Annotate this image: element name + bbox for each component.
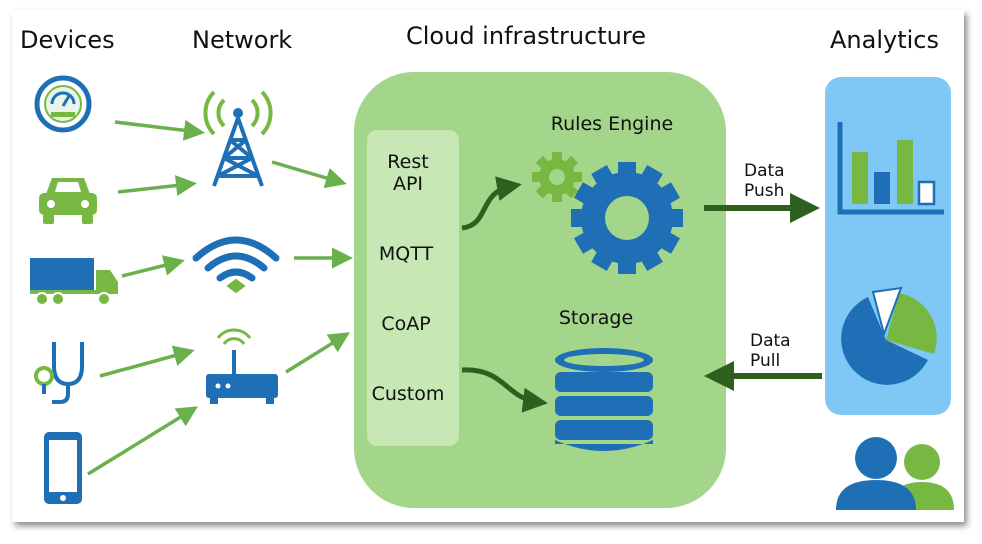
arrow-to-rules (461, 176, 522, 231)
connection-arrows (87, 119, 353, 476)
data-pull-label-2: Pull (750, 351, 780, 371)
data-push-label-2: Push (744, 181, 784, 201)
bar-chart-icon (837, 122, 944, 215)
storage-label: Storage (559, 307, 633, 329)
wifi-icon (192, 236, 280, 294)
users-icon (836, 437, 954, 510)
router-icon (206, 328, 278, 404)
pie-chart-icon (841, 286, 937, 385)
data-push-label-1: Data (744, 161, 785, 181)
arrow-to-storage (461, 367, 548, 413)
protocol-mqtt: MQTT (379, 243, 434, 265)
gear-icon (532, 152, 582, 202)
gauge-icon (34, 75, 92, 133)
protocol-api: API (393, 173, 423, 195)
protocol-custom: Custom (372, 383, 445, 405)
protocol-coap: CoAP (381, 313, 430, 335)
database-icon (555, 348, 653, 451)
header-analytics: Analytics (830, 26, 939, 54)
gear-icon (571, 162, 683, 274)
cell-tower-icon (203, 90, 273, 187)
header-devices: Devices (20, 26, 115, 54)
protocol-rest: Rest (387, 151, 428, 173)
header-cloud: Cloud infrastructure (406, 22, 646, 50)
data-pull-label-1: Data (750, 331, 791, 351)
phone-icon (44, 432, 82, 504)
protocol-panel (367, 130, 459, 446)
car-icon (39, 178, 97, 224)
stethoscope-icon (34, 342, 84, 404)
header-network: Network (192, 26, 292, 54)
truck-icon (30, 258, 118, 306)
rules-engine-label: Rules Engine (551, 113, 673, 135)
